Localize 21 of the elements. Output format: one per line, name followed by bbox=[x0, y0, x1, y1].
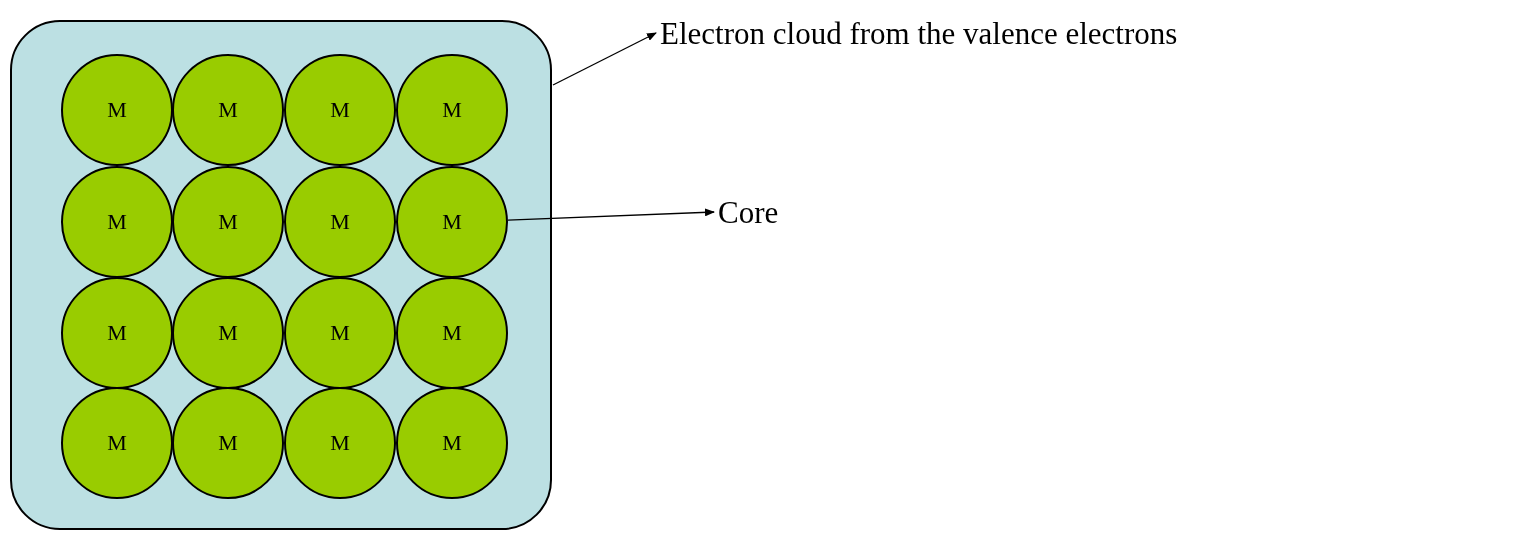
metal-core-circle: M bbox=[396, 387, 508, 499]
leader-arrow bbox=[552, 32, 657, 86]
metal-core-circle: M bbox=[396, 277, 508, 389]
metal-core-circle: M bbox=[284, 54, 396, 166]
metal-core-circle: M bbox=[284, 277, 396, 389]
metal-core-circle: M bbox=[396, 54, 508, 166]
metal-core-circle: M bbox=[61, 166, 173, 278]
metal-core-circle: M bbox=[172, 387, 284, 499]
metal-core-circle: M bbox=[172, 166, 284, 278]
callout-text: Electron cloud from the valence electrons bbox=[660, 16, 1178, 50]
metal-core-circle: M bbox=[61, 387, 173, 499]
electron-cloud-box bbox=[10, 20, 552, 530]
metal-core-circle: M bbox=[396, 166, 508, 278]
metal-core-circle: M bbox=[284, 166, 396, 278]
metal-core-circle: M bbox=[61, 277, 173, 389]
leader-arrow bbox=[507, 208, 715, 221]
metal-core-circle: M bbox=[172, 54, 284, 166]
metal-core-circle: M bbox=[61, 54, 173, 166]
metal-core-circle: M bbox=[172, 277, 284, 389]
callout-text: Core bbox=[718, 195, 779, 229]
metal-core-circle: M bbox=[284, 387, 396, 499]
